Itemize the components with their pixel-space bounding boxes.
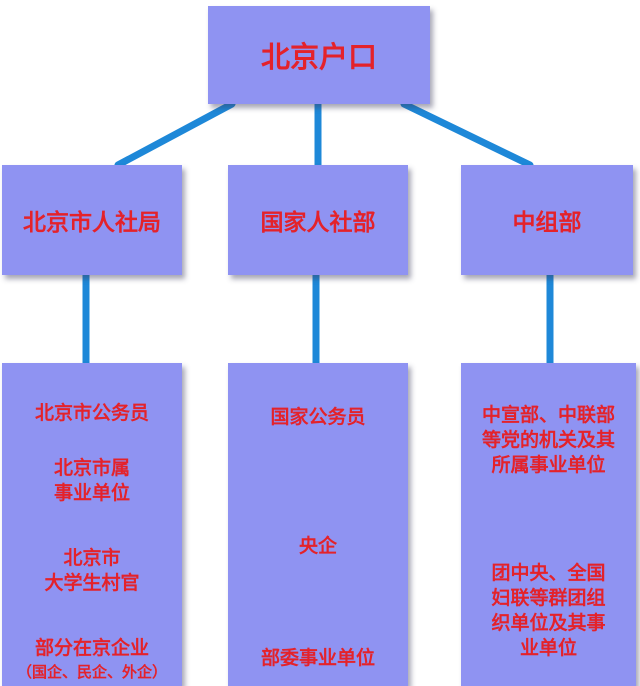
- leaf-item: 部分在京企业: [34, 637, 149, 659]
- leaf-node-beijing-hrss: 北京市公务员 北京市属 事业单位 北京市 大学生村官 部分在京企业 （国企、民企…: [2, 363, 182, 686]
- dept-label: 国家人社部: [260, 210, 376, 236]
- root-label: 北京户口: [260, 40, 377, 74]
- leaf-item: 北京市 大学生村官: [44, 547, 140, 594]
- leaf-node-organization-dept: 中宣部、中联部 等党的机关及其 所属事业单位 团中央、全国 妇联等群团组 织单位…: [461, 363, 636, 686]
- leaf-item: 团中央、全国 妇联等群团组 织单位及其事 业单位: [491, 562, 606, 659]
- dept-node-beijing-hrss: 北京市人社局: [2, 165, 182, 275]
- root-node: 北京户口: [208, 6, 430, 104]
- connector-root-right: [400, 100, 534, 169]
- connector-root-left: [114, 100, 236, 169]
- leaf-item: 部委事业单位: [260, 647, 375, 669]
- leaf-item: 国家公务员: [270, 406, 366, 428]
- dept-node-organization-dept: 中组部: [461, 165, 633, 275]
- leaf-item: 中宣部、中联部 等党的机关及其 所属事业单位: [481, 404, 615, 476]
- leaf-item: 北京市属 事业单位: [53, 457, 130, 504]
- leaf-note: （国企、民企、外企）: [16, 663, 167, 681]
- leaf-item: 北京市公务员: [34, 402, 149, 424]
- dept-label: 中组部: [512, 210, 582, 236]
- leaf-node-national-hrss: 国家公务员 央企 部委事业单位: [228, 363, 408, 686]
- dept-label: 北京市人社局: [23, 210, 161, 236]
- dept-node-national-hrss: 国家人社部: [228, 165, 408, 275]
- leaf-item: 央企: [298, 535, 337, 557]
